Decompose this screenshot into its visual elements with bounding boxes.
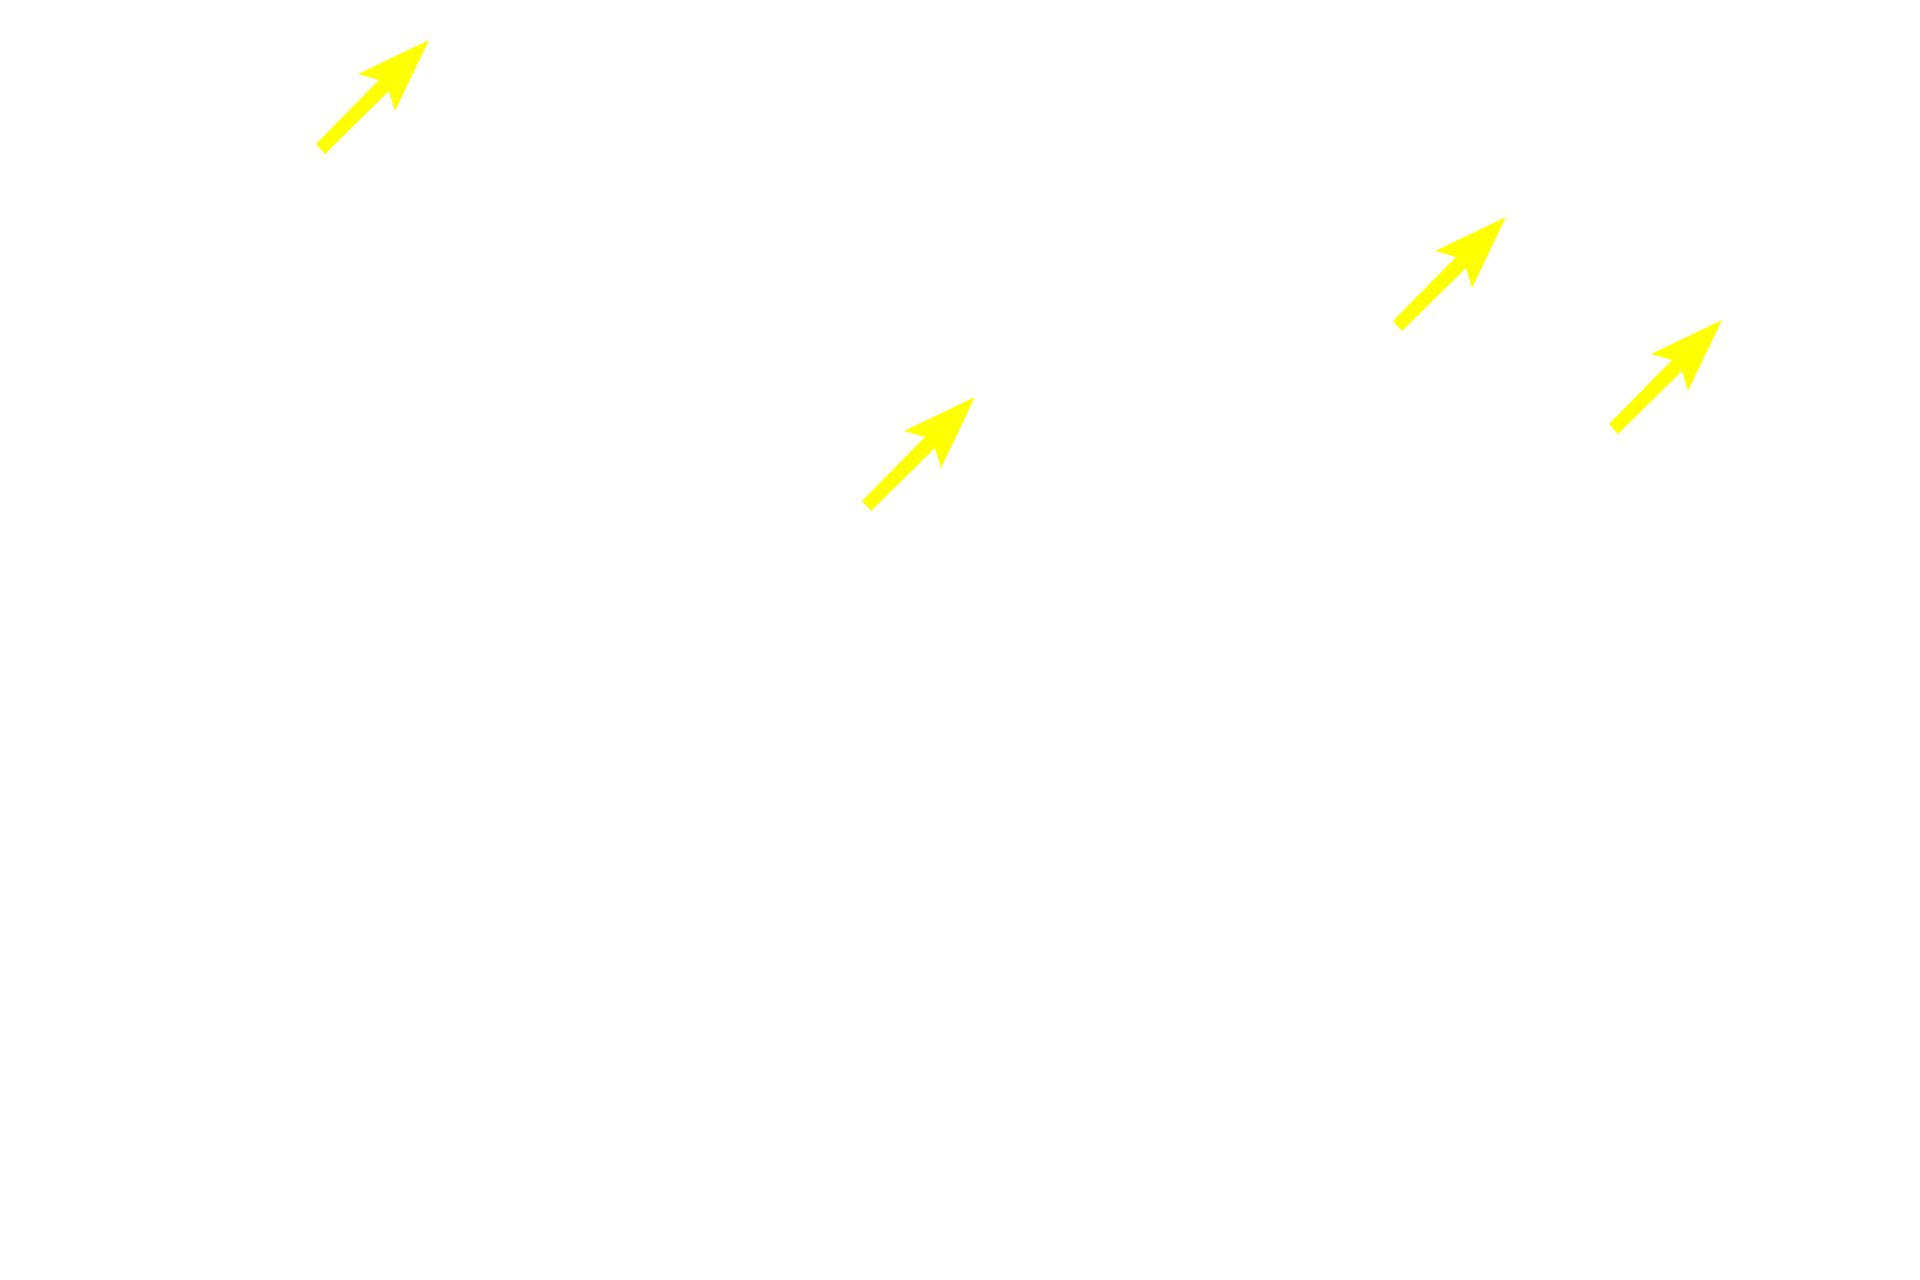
arrow-up-right-icon <box>316 40 429 154</box>
arrow-up-right-icon <box>1609 320 1722 434</box>
arrow-up-right-icon <box>1393 217 1506 331</box>
arrow-up-right-icon <box>862 397 975 511</box>
